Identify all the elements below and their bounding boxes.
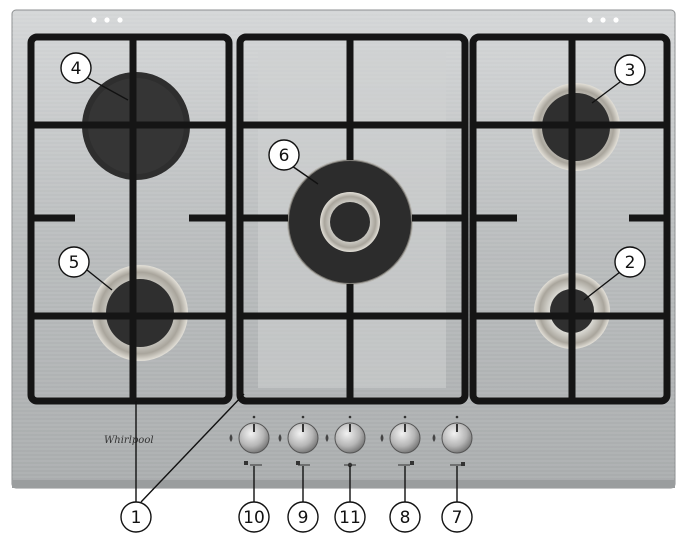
callout-grates: 1 — [121, 502, 151, 532]
callout-knob-9: 9 — [288, 502, 318, 532]
svg-text:11: 11 — [339, 508, 361, 528]
svg-text:6: 6 — [279, 146, 290, 166]
svg-text:4: 4 — [71, 59, 82, 79]
svg-text:10: 10 — [243, 508, 265, 528]
callout-knob-10: 10 — [239, 502, 269, 532]
svg-text:3: 3 — [625, 61, 636, 81]
svg-text:1: 1 — [131, 508, 142, 528]
svg-text:8: 8 — [400, 508, 411, 528]
callout-burner-5: 5 — [59, 247, 89, 277]
svg-text:5: 5 — [69, 253, 80, 273]
callout-knob-11: 11 — [335, 502, 365, 532]
burner-6-wok — [288, 160, 412, 284]
cooktop-front-edge — [12, 480, 675, 488]
svg-text:2: 2 — [625, 253, 636, 273]
callout-burner-4: 4 — [61, 53, 91, 83]
callout-burner-6: 6 — [269, 140, 299, 170]
svg-text:9: 9 — [298, 508, 309, 528]
callout-burner-3: 3 — [615, 55, 645, 85]
callout-knob-8: 8 — [390, 502, 420, 532]
brand-logo: Whirlpool — [104, 435, 154, 446]
callout-knob-7: 7 — [442, 502, 472, 532]
svg-text:7: 7 — [452, 508, 463, 528]
callout-burner-2: 2 — [615, 247, 645, 277]
